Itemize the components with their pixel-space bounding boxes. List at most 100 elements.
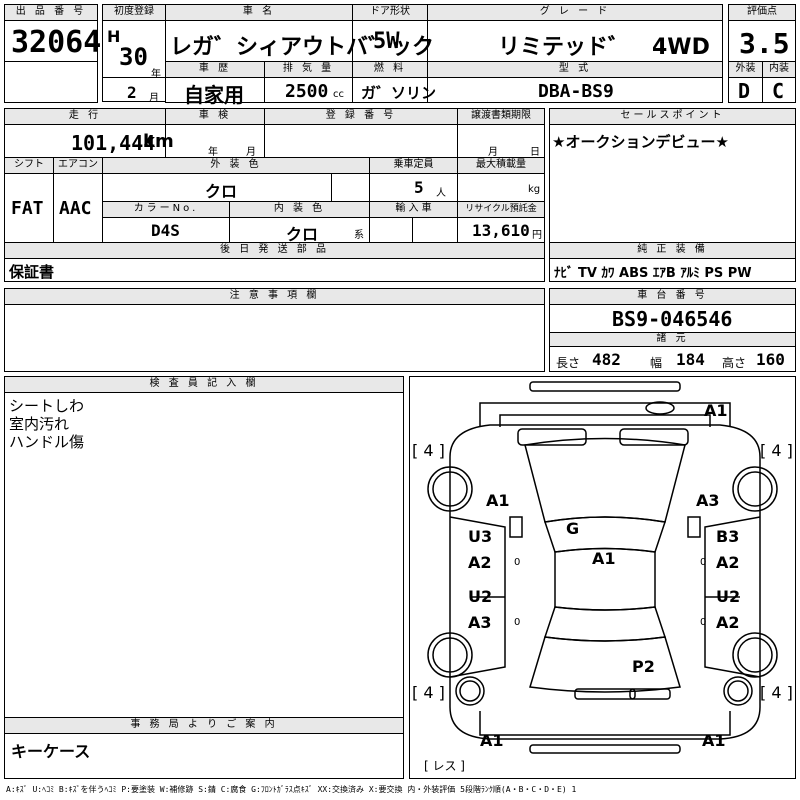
month-unit: 月 (149, 93, 159, 104)
damage-right-front-door-2: A2 (716, 553, 740, 572)
equipment-value: ﾅﾋﾞ TV ｶﾜ ABS ｴｱB ｱﾙﾐ PS PW (554, 266, 752, 281)
lot-number-cell: 出 品 番 号 32064 (4, 4, 102, 62)
first-registration-cell: 初度登録 H 30 年 2 月 (102, 4, 166, 104)
damage-right-rear-door-1: U2 (716, 587, 741, 606)
mileage-label: 走 行 (5, 109, 165, 125)
transfer-cell: 譲渡書類期限 月 日 (457, 108, 545, 158)
tire-front-left-label: [ 4 ] (412, 441, 445, 460)
shift-cell: シフト FAT (4, 157, 54, 243)
max-load-cell: 最大積載量 kg (457, 157, 545, 202)
model-cell: 型 式 DBA-BS9 (427, 61, 723, 103)
ac-label: エアコン (54, 158, 102, 174)
grade-value: リミテッド゛ 4WD (498, 35, 710, 60)
office-cell: 事 務 局 よ り ご 案 内 キーケース (4, 717, 404, 779)
ext-color-label: 外 装 色 (103, 158, 369, 174)
interior-grade-cell: 内装 C (762, 61, 796, 103)
car-name-cell: 車 名 レガ゛シィアウトバ゛ック (165, 4, 434, 62)
history-label: 車 歴 (166, 62, 264, 78)
exterior-grade-cell: 外装 D (728, 61, 763, 103)
damage-left-front-door-2: A2 (468, 553, 492, 572)
score-value: 3.5 (739, 27, 790, 60)
transfer-label: 譲渡書類期限 (458, 109, 544, 125)
recycle-label: リサイクル預託金 (458, 202, 544, 218)
inspection-cell: 車 検 年 月 (165, 108, 265, 158)
damage-roof: A1 (592, 549, 616, 568)
model-label: 型 式 (428, 62, 722, 78)
zero-mark-1: 0 (514, 557, 521, 568)
height-value: 160 (756, 350, 785, 369)
max-load-unit: kg (528, 184, 541, 195)
month: 2 (127, 83, 137, 102)
sales-point-label: セールスポイント (550, 109, 795, 125)
chassis-cell: 車 台 番 号 BS9-046546 (549, 288, 796, 333)
year-unit: 年 (151, 69, 161, 80)
width-label: 幅 (650, 356, 663, 370)
score-label: 評価点 (729, 5, 795, 21)
office-label: 事 務 局 よ り ご 案 内 (5, 718, 403, 734)
int-color-unit: 系 (354, 230, 364, 241)
fuel-cell: 燃 料 ガ゛ソリン (352, 61, 436, 103)
damage-left-rear-door-1: U2 (468, 587, 493, 606)
recycle-cell: リサイクル預託金 13,610 円 (457, 201, 545, 243)
displacement-value: 2500 (285, 81, 329, 102)
lot-number: 32064 (11, 25, 102, 60)
inspection-year-unit: 年 (208, 147, 218, 158)
later-parts-cell: 後 日 発 送 部 品 保証書 (4, 242, 545, 282)
color-no-value: D4S (151, 221, 180, 240)
damage-left-fender: A1 (486, 491, 510, 510)
specs-label: 諸 元 (550, 333, 795, 347)
score-cell: 評価点 3.5 (728, 4, 796, 62)
int-color-label: 内 装 色 (230, 202, 369, 218)
int-color-value: クロ (286, 225, 319, 244)
car-outline (427, 381, 778, 754)
shift-value: FAT (11, 198, 44, 219)
era: H (107, 27, 121, 46)
recycle-unit: 円 (532, 230, 542, 241)
tire-front-right-label: [ 4 ] (760, 441, 793, 460)
ac-value: AAC (59, 198, 92, 219)
capacity-value: 5 (414, 178, 424, 197)
grade-label: グ レ ー ド (428, 5, 722, 21)
color-no-cell: カラーNo. D4S (102, 201, 230, 243)
history-cell: 車 歴 自家用 (165, 61, 265, 107)
exterior-label: 外装 (729, 62, 762, 78)
legend: A:ｷｽﾞ U:ﾍｺﾐ B:ｷｽﾞを伴うﾍｺﾐ P:要塗装 W:補修跡 S:錆 … (6, 785, 577, 794)
door-value: 5W (373, 29, 400, 54)
damage-glass: G (566, 519, 580, 538)
width-value: 184 (676, 350, 705, 369)
import-label: 輸 入 車 (370, 202, 457, 218)
lot-empty-cell (4, 61, 98, 103)
mileage-value: 101,444 (71, 131, 156, 155)
zero-mark-4: 0 (700, 617, 707, 628)
specs-cell: 諸 元 長さ 482 幅 184 高さ 160 (549, 332, 796, 372)
first-reg-label: 初度登録 (103, 5, 165, 21)
damage-rear-right: A1 (702, 731, 726, 750)
ac-cell: エアコン AAC (53, 157, 103, 243)
sales-point-cell: セールスポイント ★オークションデビュー★ (549, 108, 796, 243)
color-no-label: カラーNo. (103, 202, 229, 218)
tire-rear-left-label: [ 4 ] (412, 683, 445, 702)
zero-mark-3: 0 (514, 617, 521, 628)
capacity-label: 乗車定員 (370, 158, 457, 174)
door-label: ドア形状 (353, 5, 427, 21)
capacity-cell: 乗車定員 5 人 (369, 157, 458, 202)
interior-grade: C (772, 79, 785, 103)
chassis-label: 車 台 番 号 (550, 289, 795, 305)
fuel-label: 燃 料 (353, 62, 427, 78)
car-name-label: 車 名 (166, 5, 352, 21)
inspector-label: 検 査 員 記 入 欄 (5, 377, 403, 393)
damage-trunk: P2 (632, 657, 655, 676)
year: 30 (119, 43, 148, 71)
int-color-cell: 内 装 色 クロ 系 (229, 201, 370, 244)
door-cell: ドア形状 5W (352, 4, 428, 62)
damage-left-front-door-1: U3 (468, 527, 493, 546)
lot-label: 出 品 番 号 (5, 5, 97, 21)
reg-no-label: 登 録 番 号 (265, 109, 457, 125)
inspector-line-3: ハンドル傷 (9, 433, 85, 451)
damage-right-front-door-1: B3 (716, 527, 740, 546)
caution-label: 注 意 事 項 欄 (5, 289, 544, 305)
car-diagram: [ 4 ] [ 4 ] [ 4 ] [ 4 ] A1 A1 A3 G A1 U3… (409, 376, 796, 779)
length-value: 482 (592, 350, 621, 369)
displacement-label: 排 気 量 (265, 62, 352, 78)
fuel-value: ガ゛ソリン (361, 84, 437, 102)
